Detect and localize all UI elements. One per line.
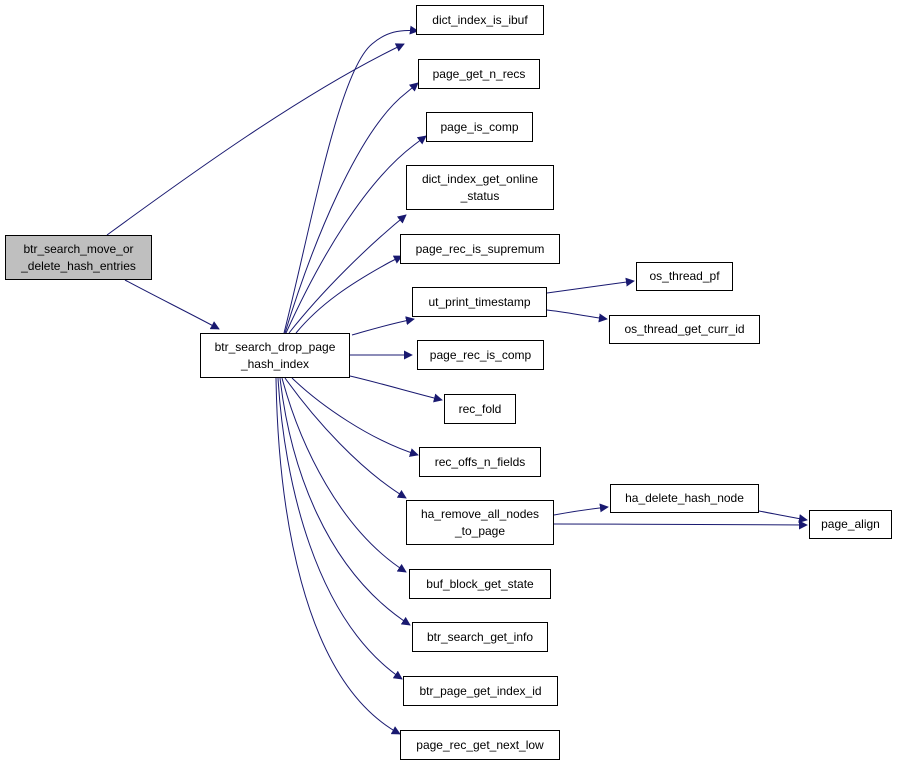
node-label-line: rec_offs_n_fields	[434, 454, 526, 469]
edge-n1-n4	[285, 135, 427, 334]
node-label: dict_index_get_online _status	[422, 171, 538, 205]
edge-n11-n18	[553, 503, 609, 516]
node-label: buf_block_get_state	[426, 576, 533, 593]
node-rec-fold[interactable]: rec_fold	[444, 394, 516, 424]
node-label-line: page_rec_get_next_low	[416, 737, 544, 752]
node-os-thread-pf[interactable]: os_thread_pf	[636, 262, 733, 291]
edge-n1-n13	[279, 377, 411, 626]
node-label: page_get_n_recs	[433, 66, 526, 83]
node-label-line: btr_search_drop_page	[214, 339, 336, 354]
node-btr-page-get-index-id[interactable]: btr_page_get_index_id	[403, 676, 558, 706]
edge-n1-n10	[291, 377, 419, 457]
node-label: os_thread_get_curr_id	[624, 321, 744, 338]
edge-n11-n19	[553, 520, 808, 530]
edge-n7-n17	[546, 309, 608, 323]
node-label-line: ha_remove_all_nodes	[420, 506, 540, 521]
edge-n18-n19	[758, 510, 808, 524]
edge-n7-n16	[546, 277, 635, 294]
node-label-line: btr_page_get_index_id	[419, 683, 542, 698]
edge-n1-n7	[351, 316, 415, 336]
node-label-line: rec_fold	[458, 401, 502, 416]
node-os-thread-get-curr-id[interactable]: os_thread_get_curr_id	[609, 315, 760, 344]
node-ut-print-timestamp[interactable]: ut_print_timestamp	[412, 287, 547, 317]
node-label-line: _hash_index	[240, 356, 310, 371]
edge-n1-n12	[281, 377, 407, 573]
node-label-line: os_thread_pf	[649, 269, 720, 283]
node-ha-delete-hash-node[interactable]: ha_delete_hash_node	[610, 484, 759, 513]
edge-n1-n2	[283, 25, 419, 334]
edge-n1-n5	[288, 214, 407, 334]
node-label-line: _status	[460, 188, 500, 203]
node-label: btr_search_move_or _delete_hash_entries	[21, 241, 136, 275]
node-label-line: dict_index_get_online	[421, 171, 539, 186]
node-label: btr_page_get_index_id	[419, 683, 541, 700]
node-page-rec-is-supremum[interactable]: page_rec_is_supremum	[400, 234, 560, 264]
node-label: page_is_comp	[440, 119, 518, 136]
edge-n1-n9	[349, 375, 443, 403]
node-label-line: page_rec_is_comp	[429, 347, 532, 362]
node-page-get-n-recs[interactable]: page_get_n_recs	[418, 59, 540, 89]
node-page-is-comp[interactable]: page_is_comp	[426, 112, 533, 142]
node-label: ha_remove_all_nodes _to_page	[421, 506, 539, 540]
node-label-line: btr_search_get_info	[426, 629, 534, 644]
node-label-line: page_is_comp	[440, 119, 519, 134]
node-label-line: _to_page	[454, 523, 506, 538]
node-label-line: page_rec_is_supremum	[415, 241, 545, 256]
node-label: page_rec_is_comp	[430, 347, 531, 364]
node-label-line: ha_delete_hash_node	[625, 491, 744, 505]
node-label-line: page_get_n_recs	[432, 66, 526, 81]
node-label: os_thread_pf	[649, 268, 719, 285]
node-page-rec-get-next-low[interactable]: page_rec_get_next_low	[400, 730, 560, 760]
node-ha-remove-all-nodes-to-page[interactable]: ha_remove_all_nodes _to_page	[406, 500, 554, 545]
node-label: page_rec_get_next_low	[416, 737, 543, 754]
node-label: rec_offs_n_fields	[435, 454, 526, 471]
node-dict-index-get-online-status[interactable]: dict_index_get_online _status	[406, 165, 554, 210]
node-label: page_align	[821, 516, 880, 533]
node-label-line: page_align	[821, 517, 880, 531]
edge-n1-n3	[284, 82, 419, 334]
node-label: dict_index_is_ibuf	[432, 12, 527, 29]
node-label-line: dict_index_is_ibuf	[432, 12, 528, 27]
node-label-line: buf_block_get_state	[426, 576, 534, 591]
node-btr-search-move-or-delete-hash-entries: btr_search_move_or _delete_hash_entries	[5, 235, 152, 280]
edge-n1-n11	[284, 377, 407, 499]
node-label: btr_search_get_info	[427, 629, 533, 646]
edge-n1-n6	[295, 255, 403, 334]
node-label-line: btr_search_move_or	[23, 241, 134, 256]
node-page-rec-is-comp[interactable]: page_rec_is_comp	[417, 340, 544, 370]
node-label: page_rec_is_supremum	[416, 241, 545, 258]
edge-n1-n14	[277, 377, 403, 680]
edge-n0-n1	[124, 279, 220, 330]
node-label-line: _delete_hash_entries	[21, 258, 136, 273]
node-btr-search-drop-page-hash-index[interactable]: btr_search_drop_page _hash_index	[200, 333, 350, 378]
edge-n1-n15	[275, 377, 401, 735]
node-label: ha_delete_hash_node	[625, 490, 744, 507]
node-label: btr_search_drop_page _hash_index	[215, 339, 336, 373]
node-page-align[interactable]: page_align	[809, 510, 892, 539]
node-rec-offs-n-fields[interactable]: rec_offs_n_fields	[419, 447, 541, 477]
node-label: ut_print_timestamp	[428, 294, 530, 311]
node-label: rec_fold	[459, 401, 502, 418]
node-btr-search-get-info[interactable]: btr_search_get_info	[412, 622, 548, 652]
edge-n0-n2	[106, 43, 405, 236]
node-label-line: ut_print_timestamp	[428, 294, 531, 309]
node-label-line: os_thread_get_curr_id	[624, 322, 745, 336]
node-dict-index-is-ibuf[interactable]: dict_index_is_ibuf	[416, 5, 544, 35]
node-buf-block-get-state[interactable]: buf_block_get_state	[409, 569, 551, 599]
